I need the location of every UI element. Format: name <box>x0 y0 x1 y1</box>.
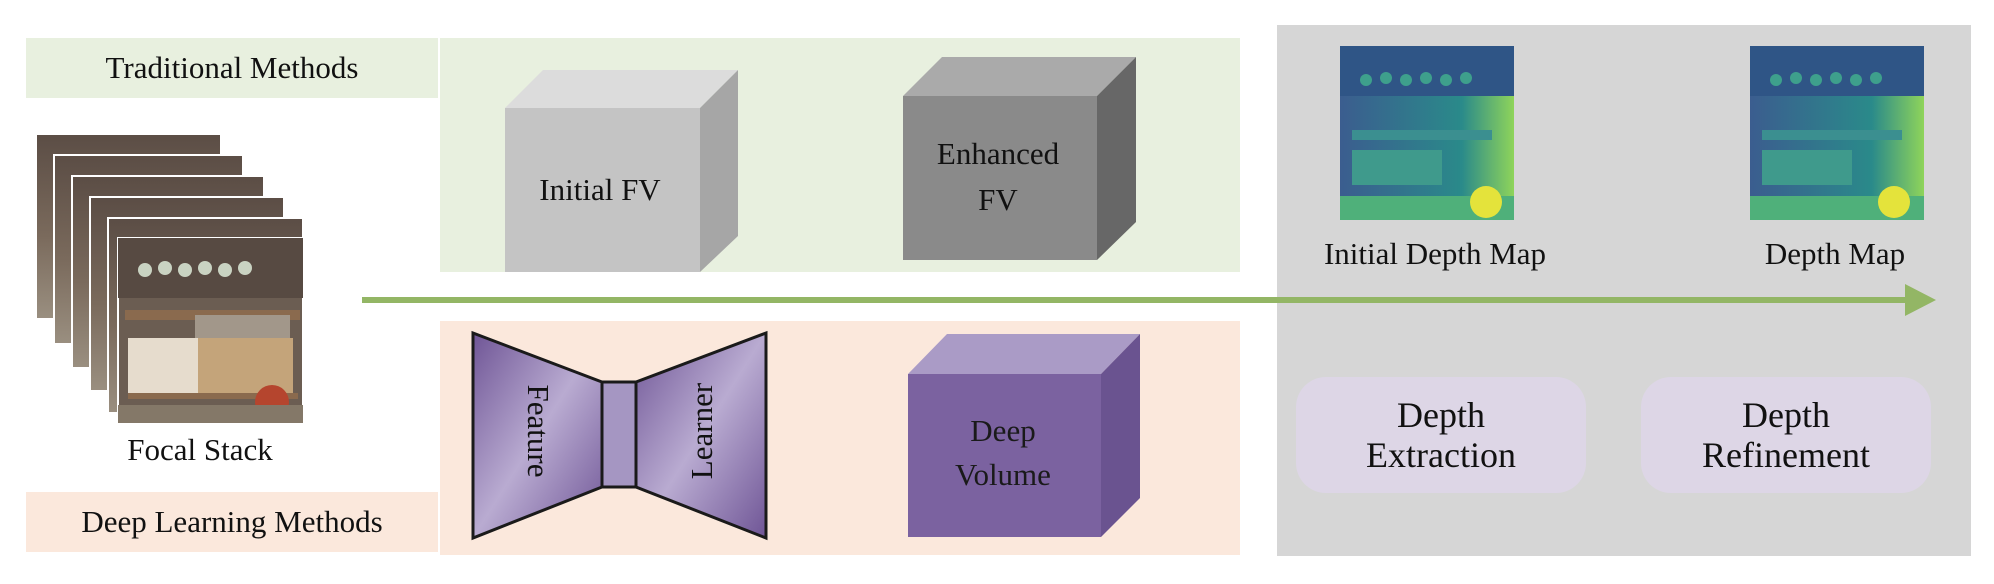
enhanced-fv-cube <box>903 57 1136 260</box>
depth-extraction-module: Depth Extraction <box>1296 377 1586 493</box>
deep-volume-label-line1: Deep <box>970 413 1036 448</box>
depth-refinement-line1: Depth <box>1742 395 1830 435</box>
focal-stack-image <box>35 133 304 424</box>
deep-volume-cube <box>908 334 1140 537</box>
feature-learner-network <box>471 330 768 541</box>
depth-extraction-line2: Extraction <box>1366 435 1516 475</box>
depth-extraction-line1: Depth <box>1397 395 1485 435</box>
depth-refinement-module: Depth Refinement <box>1641 377 1931 493</box>
depth-map-caption: Depth Map <box>1764 236 1906 271</box>
focal-stack-caption: Focal Stack <box>127 432 273 467</box>
deep-learning-methods-label: Deep Learning Methods <box>81 504 383 539</box>
traditional-label-background <box>26 38 438 98</box>
deep-volume-label: Deep Volume <box>908 409 1098 497</box>
enhanced-fv-label-line1: Enhanced <box>936 136 1060 171</box>
initial-depth-map-image <box>1340 46 1514 220</box>
deep-learning-label-background <box>26 492 438 552</box>
enhanced-fv-label: Enhanced FV <box>903 131 1093 223</box>
depth-map-image <box>1750 46 1924 220</box>
enhanced-fv-label-line2: FV <box>978 182 1018 217</box>
pipeline-arrow-head <box>1905 284 1936 316</box>
deep-volume-label-line2: Volume <box>955 457 1051 492</box>
depth-refinement-line2: Refinement <box>1702 435 1870 475</box>
initial-fv-cube <box>505 70 738 272</box>
learner-label: Learner <box>684 382 719 480</box>
initial-fv-label: Initial FV <box>539 172 661 207</box>
feature-label: Feature <box>521 384 556 478</box>
traditional-methods-label: Traditional Methods <box>105 50 359 85</box>
initial-depth-map-caption: Initial Depth Map <box>1323 236 1547 271</box>
